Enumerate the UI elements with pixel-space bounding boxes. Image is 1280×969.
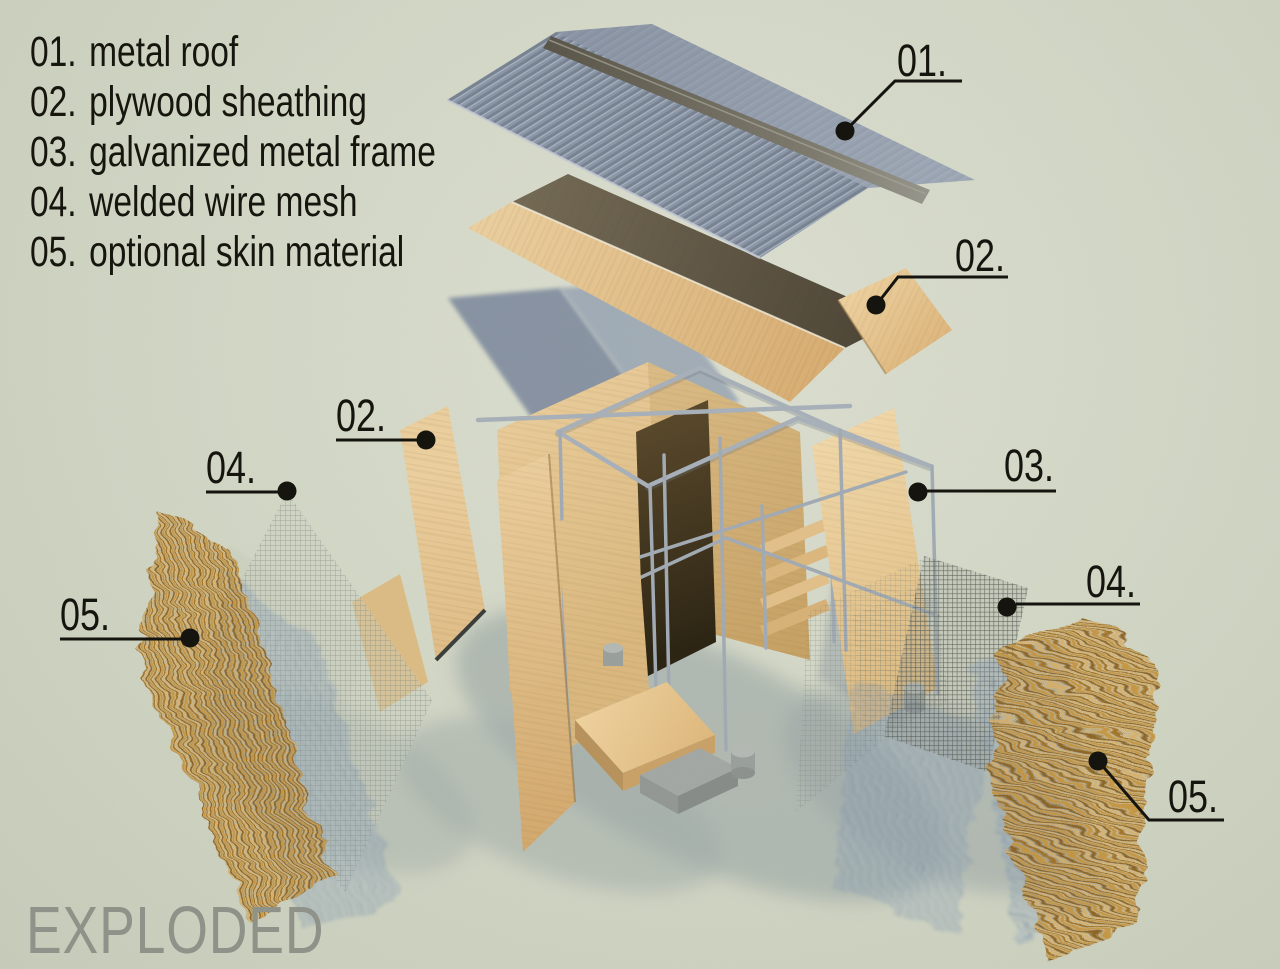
- legend-item-number: 04.: [30, 178, 77, 226]
- legend-item-label: plywood sheathing: [89, 78, 367, 126]
- legend-item-number: 01.: [30, 28, 77, 76]
- legend-item-label: optional skin material: [89, 228, 405, 276]
- legend-item-label: metal roof: [89, 28, 239, 76]
- legend-item-label: welded wire mesh: [89, 178, 358, 226]
- legend-item-label: galvanized metal frame: [89, 128, 436, 176]
- legend-item-galvanized-metal-frame: 03. galvanized metal frame: [30, 127, 436, 177]
- legend: 01. metal roof 02. plywood sheathing 03. ga…: [30, 27, 436, 277]
- legend-item-metal-roof: 01. metal roof: [30, 27, 436, 77]
- legend-item-plywood-sheathing: 02. plywood sheathing: [30, 77, 436, 127]
- legend-item-number: 02.: [30, 78, 77, 126]
- legend-item-optional-skin-material: 05. optional skin material: [30, 227, 436, 277]
- legend-item-welded-wire-mesh: 04. welded wire mesh: [30, 177, 436, 227]
- page-title: EXPLODED: [26, 893, 325, 968]
- legend-item-number: 05.: [30, 228, 77, 276]
- legend-item-number: 03.: [30, 128, 77, 176]
